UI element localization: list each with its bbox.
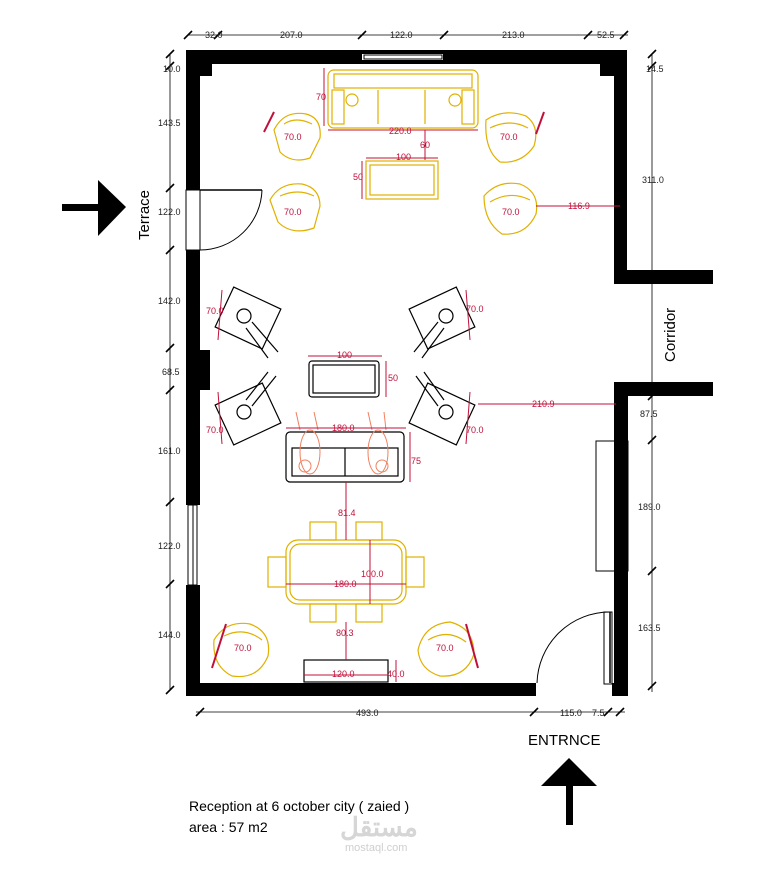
dining-table bbox=[285, 539, 407, 605]
dining-chairs bbox=[267, 521, 425, 623]
couch-bottom bbox=[285, 431, 405, 483]
dimension-labels-top: 32.0 207.0 122.0 213.0 52.5 bbox=[205, 30, 615, 40]
coffee-table-top bbox=[365, 160, 439, 200]
dim-left: 122.0 bbox=[158, 207, 181, 217]
armchair-label: 70.0 bbox=[234, 643, 252, 653]
coffee-table-width-label: 100 bbox=[396, 152, 411, 162]
sofa-top bbox=[327, 69, 479, 129]
lounge-chair-top-left bbox=[214, 286, 282, 359]
walls bbox=[186, 50, 713, 696]
coffee-table-height-label: 50 bbox=[353, 172, 363, 182]
entrance-arrow-icon bbox=[541, 758, 597, 825]
lounge-table-height-label: 50 bbox=[388, 373, 398, 383]
dim-left: 144.0 bbox=[158, 630, 181, 640]
caption-title: Reception at 6 october city ( zaied ) bbox=[189, 798, 410, 814]
dining-length-label: 180.0 bbox=[334, 579, 357, 589]
caption-area: area : 57 m2 bbox=[189, 819, 268, 835]
dim-right: 189.0 bbox=[638, 502, 661, 512]
couch-gap-label: 81.4 bbox=[338, 508, 356, 518]
lounge-chair-label: 70.0 bbox=[206, 425, 224, 435]
dim-left: 142.0 bbox=[158, 296, 181, 306]
armchair-label: 70.0 bbox=[284, 132, 302, 142]
terrace-label: Terrace bbox=[136, 190, 153, 240]
armchair-label: 70.0 bbox=[500, 132, 518, 142]
lounge-chair-bottom-right bbox=[408, 371, 476, 446]
dim-left: 122.0 bbox=[158, 541, 181, 551]
armchair-top-left bbox=[273, 112, 321, 161]
dim-top: 32.0 bbox=[205, 30, 223, 40]
terrace-arrow-icon bbox=[62, 180, 126, 236]
dim-bottom: 115.0 bbox=[560, 708, 582, 718]
armchair-top-right bbox=[485, 112, 537, 163]
dim-bottom: 493.0 bbox=[356, 708, 379, 718]
dining-gap-label: 80.3 bbox=[336, 628, 354, 638]
sofa-height-label: 70 bbox=[316, 92, 326, 102]
dim-top: 207.0 bbox=[280, 30, 303, 40]
dim-left: 68.5 bbox=[162, 367, 180, 377]
dimension-labels-left: 10.0 143.5 122.0 142.0 68.5 161.0 122.0 … bbox=[158, 64, 181, 640]
lounge-chair-label: 70.0 bbox=[206, 306, 224, 316]
measurement-labels: 70 220.0 60 100 50 70.0 70.0 70.0 70.0 1… bbox=[206, 92, 590, 679]
armchair-mid-left bbox=[269, 183, 321, 232]
dim-top: 122.0 bbox=[390, 30, 413, 40]
dim-right: 163.5 bbox=[638, 623, 661, 633]
armchair-label: 70.0 bbox=[436, 643, 454, 653]
dining-width-label: 100.0 bbox=[361, 569, 384, 579]
measurement-lines bbox=[211, 68, 620, 682]
console-length-label: 120.0 bbox=[332, 669, 355, 679]
sofa-gap-label: 60 bbox=[420, 140, 430, 150]
people-icon bbox=[295, 411, 389, 475]
dim-left: 10.0 bbox=[163, 64, 181, 74]
dim-right: 87.5 bbox=[640, 409, 658, 419]
couch-length-label: 180.0 bbox=[332, 423, 355, 433]
lounge-chair-label: 70.0 bbox=[466, 425, 484, 435]
watermark-url: mostaql.com bbox=[345, 842, 408, 854]
dim-top: 213.0 bbox=[502, 30, 525, 40]
dim-right: 311.0 bbox=[642, 175, 664, 185]
dim-left: 161.0 bbox=[158, 446, 181, 456]
dimension-labels-right: 14.5 311.0 87.5 189.0 163.5 bbox=[638, 64, 664, 633]
sofa-length-label: 220.0 bbox=[389, 126, 412, 136]
armchair-label: 70.0 bbox=[284, 207, 302, 217]
lounge-chair-top-right bbox=[408, 286, 476, 359]
dim-top: 52.5 bbox=[597, 30, 615, 40]
gap-label: 210.9 bbox=[532, 399, 555, 409]
gap-label: 116.9 bbox=[568, 201, 590, 211]
dimension-lines bbox=[169, 34, 653, 713]
dim-right: 14.5 bbox=[646, 64, 664, 74]
armchair-bottom-left bbox=[213, 622, 270, 678]
lounge-table-width-label: 100 bbox=[337, 350, 352, 360]
windows-doors bbox=[185, 54, 629, 696]
watermark-logo: مستقل bbox=[340, 812, 418, 842]
dimension-ticks bbox=[165, 30, 657, 717]
dimension-labels-bottom: 493.0 115.0 7.5 bbox=[356, 708, 605, 718]
entrance-label: ENTRNCE bbox=[528, 732, 601, 749]
armchair-mid-right bbox=[483, 182, 538, 235]
lounge-chair-bottom-left bbox=[214, 371, 282, 446]
dim-bottom: 7.5 bbox=[592, 708, 605, 718]
corridor-label: Corridor bbox=[662, 308, 679, 362]
lounge-chair-label: 70.0 bbox=[466, 304, 484, 314]
couch-depth-label: 75 bbox=[411, 456, 421, 466]
console-depth-label: 40.0 bbox=[387, 669, 405, 679]
lounge-table bbox=[308, 360, 380, 398]
dim-left: 143.5 bbox=[158, 118, 181, 128]
armchair-label: 70.0 bbox=[502, 207, 520, 217]
